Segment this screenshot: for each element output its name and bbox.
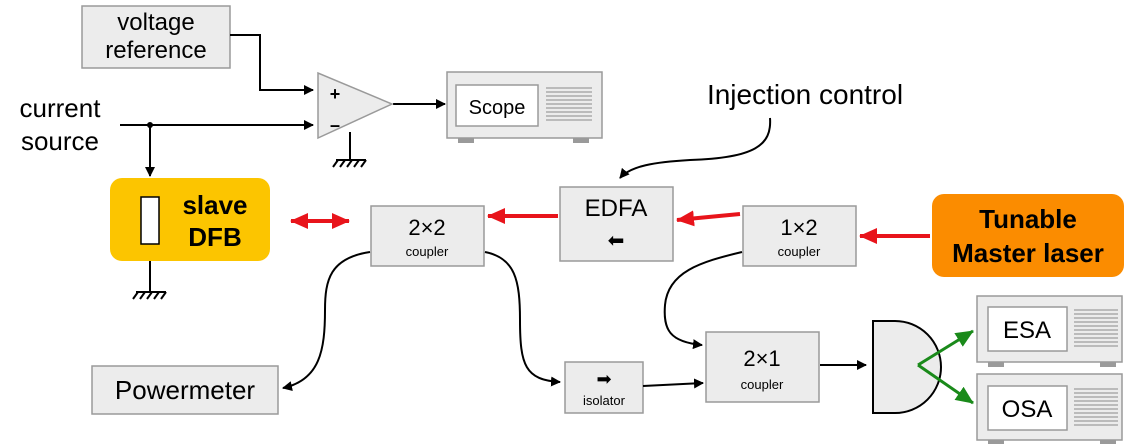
master-laser-line2: Master laser [952,238,1104,268]
voltage-reference-line2: reference [105,37,206,64]
scope-label: Scope [469,97,526,119]
isolator-direction-arrow-icon: ➡ [596,369,611,389]
powermeter-label: Powermeter [115,375,255,405]
coupler-2x2-box: 2×2 coupler [370,205,485,267]
coupler-2x1-box: 2×1 coupler [705,331,820,403]
coupler-1x2-title: 1×2 [780,215,817,240]
edfa-box: EDFA ⬅ [559,186,674,262]
coupler-2x1-title: 2×1 [743,346,780,371]
coupler-2x2-title: 2×2 [408,215,445,240]
voltage-reference-box: voltage reference [81,5,231,69]
2x2-to-isolator-fiber [484,251,561,387]
injection-control-arrow [619,117,772,179]
scope-vent-lines [546,87,592,121]
edfa-title: EDFA [585,195,648,222]
1x2-to-2x1-fiber [663,251,743,350]
1x2-to-edfa-arrow [676,210,741,227]
scope-instrument: Scope [446,71,603,143]
photodiode-symbol [872,320,942,414]
current-source-line1: current [20,93,102,123]
master-laser-line1: Tunable [979,204,1077,234]
coupler-1x2-subtitle: coupler [778,244,821,259]
slave-dfb-line1: slave [182,190,247,220]
osa-vent-lines [1074,388,1118,426]
to-osa-arrow [917,363,974,405]
esa-vent-lines [1074,309,1118,347]
isolator-box: ➡ isolator [564,361,644,414]
coupler-1x2-box: 1×2 coupler [742,205,857,267]
2x2-to-powermeter-fiber [282,251,371,391]
slave-dfb-line2: DFB [188,222,241,252]
esa-label: ESA [1003,317,1051,344]
fiber-connections [282,251,867,391]
isolator-label: isolator [583,393,626,408]
isolator-to-2x1-fiber [642,378,704,389]
ground-symbol-dfb [132,291,167,300]
opamp-symbol: + – [317,71,394,140]
opamp-plus-sign: + [330,84,341,104]
vref-to-opamp-plus-wire [230,34,314,95]
current-source-line2: source [21,126,99,156]
coupler-2x1-subtitle: coupler [741,377,784,392]
edfa-direction-arrow-icon: ⬅ [608,230,625,252]
optical-injection-path [290,208,930,244]
slave-dfb-block: slave DFB [110,178,270,261]
master-laser-block: Tunable Master laser [932,194,1124,277]
voltage-reference-line1: voltage [117,9,194,36]
dfb-resistor-symbol [140,196,160,245]
osa-instrument: OSA [976,373,1123,444]
detector-output-paths [917,329,974,405]
wire-junction-dot [147,122,153,128]
ground-symbol-opamp [332,159,367,168]
esa-instrument: ESA [976,295,1123,367]
opamp-minus-sign: – [330,115,340,135]
powermeter-box: Powermeter [91,365,279,415]
coupler-2x2-subtitle: coupler [406,244,449,259]
to-esa-arrow [917,329,974,367]
injection-control-label: Injection control [707,79,903,110]
osa-label: OSA [1002,396,1053,423]
